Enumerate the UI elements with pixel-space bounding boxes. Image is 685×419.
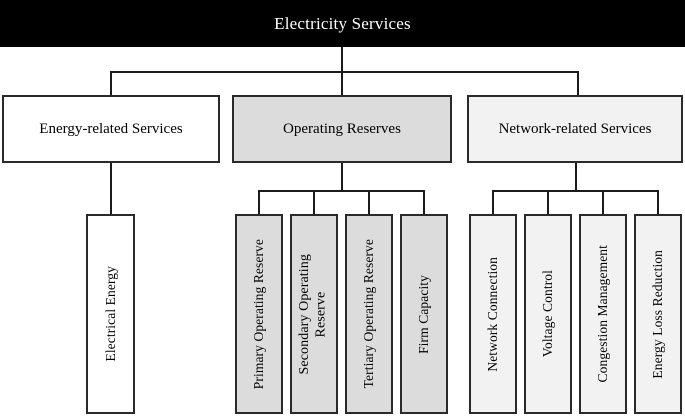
root-node-label: Electricity Services [274,13,411,33]
leaf-node-electrical-energy[interactable]: Electrical Energy [86,214,135,414]
leaf-node-primary-operating-reserve[interactable]: Primary Operating Reserve [235,214,283,414]
connector-drop-tertiary-operating-reserve [368,190,370,214]
connector-root-bar [110,71,578,73]
leaf-label-firm-capacity: Firm Capacity [416,274,432,354]
leaf-label-voltage-control: Voltage Control [540,270,556,358]
connector-network-bar [492,190,659,192]
leaf-node-firm-capacity[interactable]: Firm Capacity [400,214,448,414]
connector-drop-primary-operating-reserve [258,190,260,214]
leaf-label-congestion-management: Congestion Management [595,245,611,383]
branch-label-network-related-services: Network-related Services [498,120,652,137]
connector-drop-energy-loss-reduction [657,190,659,214]
branch-label-operating-reserves: Operating Reserves [283,120,401,137]
leaf-node-energy-loss-reduction[interactable]: Energy Loss Reduction [634,214,682,414]
branch-node-network-related-services[interactable]: Network-related Services [467,95,683,163]
root-node-electricity-services: Electricity Services [0,0,685,47]
leaf-label-secondary-operating-reserve: Secondary Operating Reserve [297,253,329,375]
connector-drop-operating [341,71,343,96]
leaf-label-primary-operating-reserve: Primary Operating Reserve [251,238,267,390]
leaf-node-network-connection[interactable]: Network Connection [469,214,517,414]
leaf-node-tertiary-operating-reserve[interactable]: Tertiary Operating Reserve [345,214,393,414]
branch-node-energy-related-services[interactable]: Energy-related Services [2,95,220,163]
connector-drop-firm-capacity [423,190,425,214]
connector-energy-to-electrical-energy [110,163,112,214]
connector-operating-bar [258,190,425,192]
leaf-label-electrical-energy: Electrical Energy [102,266,118,362]
branch-node-operating-reserves[interactable]: Operating Reserves [232,95,452,163]
leaf-node-voltage-control[interactable]: Voltage Control [524,214,572,414]
leaf-label-network-connection: Network Connection [485,256,501,372]
connector-operating-stem [341,163,343,192]
connector-drop-voltage-control [547,190,549,214]
connector-drop-congestion-management [602,190,604,214]
connector-drop-network [577,71,579,96]
leaf-label-tertiary-operating-reserve: Tertiary Operating Reserve [361,239,377,389]
leaf-node-congestion-management[interactable]: Congestion Management [579,214,627,414]
branch-label-energy-related-services: Energy-related Services [39,120,183,137]
leaf-node-secondary-operating-reserve[interactable]: Secondary Operating Reserve [290,214,338,414]
connector-drop-energy [110,71,112,96]
connector-network-stem [575,163,577,192]
leaf-label-energy-loss-reduction: Energy Loss Reduction [650,249,666,379]
connector-drop-secondary-operating-reserve [313,190,315,214]
connector-drop-network-connection [492,190,494,214]
connector-root-stem [341,47,343,73]
